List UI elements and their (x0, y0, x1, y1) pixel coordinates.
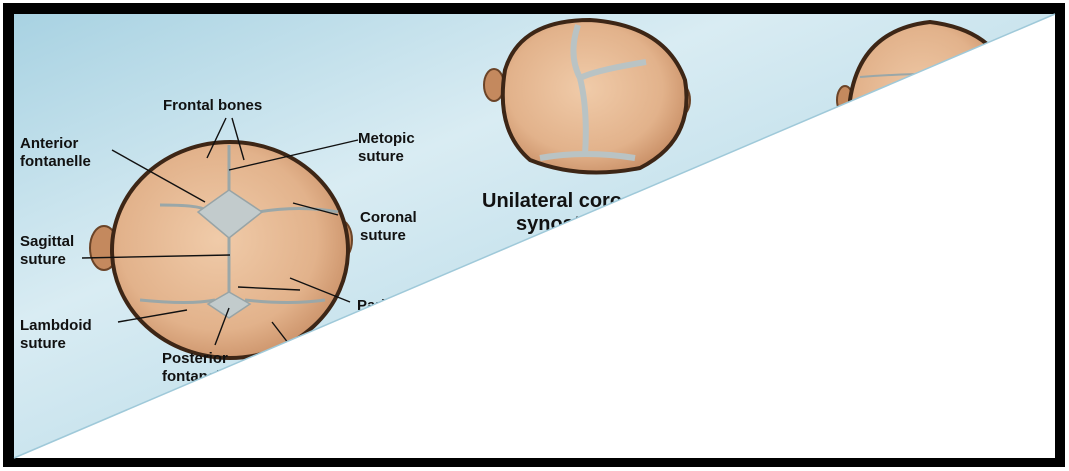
label-frontal-bones: Frontal bones (163, 97, 262, 114)
label-lambdoid: Lambdoid (20, 317, 92, 334)
label-coronal: Coronal (360, 209, 417, 226)
label-metopic-suture: suture (358, 148, 404, 165)
label-coronal-suture: suture (360, 227, 406, 244)
label-posterior: Posterior (162, 350, 228, 367)
skull2-outline (503, 20, 687, 173)
label-lambdoid-suture: suture (20, 335, 66, 352)
label-metopic: Metopic (358, 130, 415, 147)
label-anterior: Anterior (20, 135, 79, 152)
label-sagittal-suture: suture (20, 251, 66, 268)
label-sagittal: Sagittal (20, 233, 74, 250)
label-fontanelle: fontanelle (20, 153, 91, 170)
